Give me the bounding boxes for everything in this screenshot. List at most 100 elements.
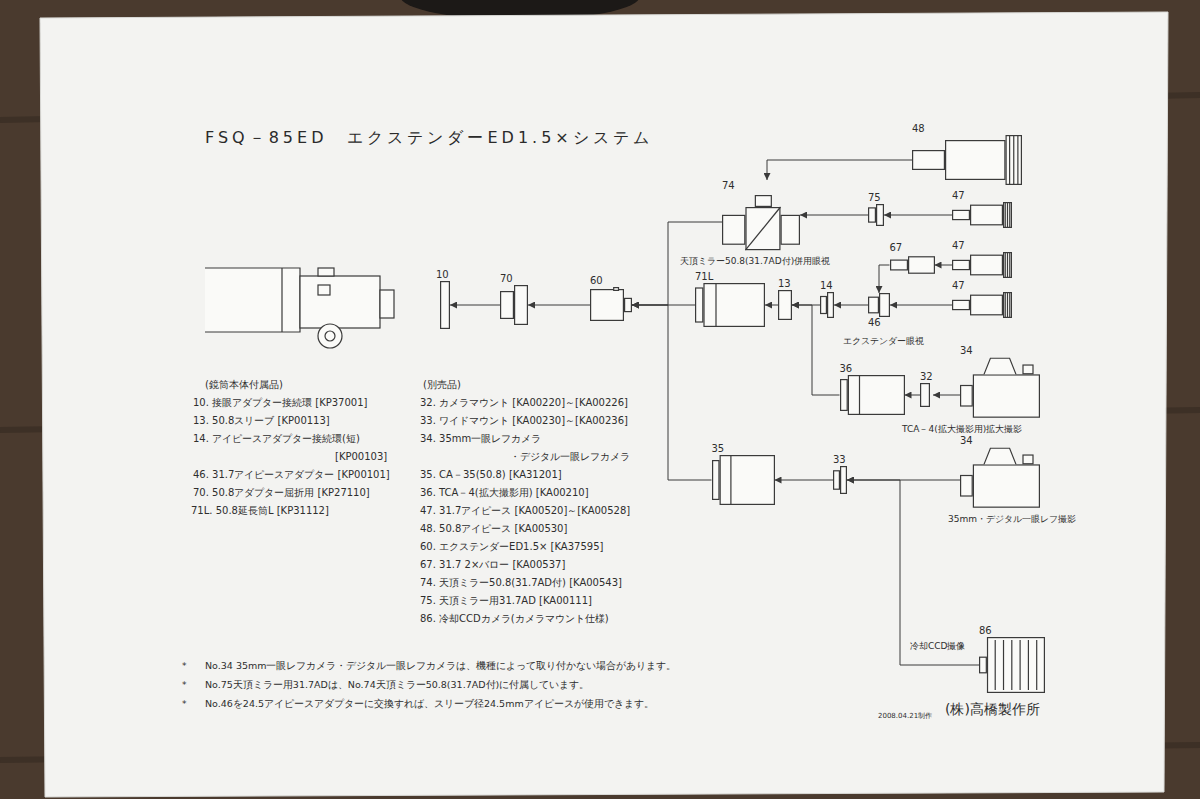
ccd-nose — [980, 657, 987, 673]
part-drawing — [821, 293, 834, 318]
callout-number: 60 — [590, 275, 632, 287]
parts-list-item: 13. 50.8スリーブ [KP00113] — [193, 414, 330, 427]
eyepiece-ridge — [1009, 136, 1010, 184]
part-illustration — [722, 192, 800, 252]
parts-list-item: 10. 接眼アダプター接続環 [KP37001] — [193, 396, 367, 409]
connector — [775, 480, 834, 481]
part-illustration — [778, 290, 792, 320]
branch-caption: 35mm・デジタル一眼レフ撮影 — [948, 514, 1076, 525]
parts-list-item: 46. 31.7アイピースアダプター [KP00101] — [193, 468, 390, 481]
tube-seam — [858, 375, 859, 415]
connector — [765, 305, 778, 306]
maker-credit: 2008.04.21制作 — [878, 712, 932, 721]
eyepiece-ridge — [1007, 293, 1008, 317]
parts-list-item: 47. 31.7アイピース [KA00520]～[KA00528] — [420, 504, 630, 517]
mirror-inlet — [723, 215, 745, 244]
part-illustration — [912, 135, 1022, 185]
eyepiece-body — [971, 255, 1003, 275]
callout-number: 33 — [833, 454, 847, 466]
ccd-body — [988, 638, 1045, 693]
callout-number: 36 — [840, 363, 905, 375]
component-part: 74 — [722, 180, 800, 252]
part-illustration — [920, 383, 930, 407]
extender-nose — [625, 298, 632, 311]
part-illustration — [695, 283, 765, 327]
eyepiece-cup — [1004, 253, 1012, 278]
mirror-top — [755, 196, 771, 207]
callout-number: 48 — [912, 123, 1022, 135]
eyepiece-ridge — [1017, 136, 1018, 184]
adapter-flange — [880, 294, 890, 317]
tube-ring — [281, 268, 282, 332]
extender-screw — [614, 288, 619, 291]
component-part: 47 — [952, 240, 1012, 278]
adapter-flange — [515, 286, 528, 325]
tube-end — [840, 380, 847, 411]
component-part: 36 — [840, 363, 905, 415]
adapter-sleeve — [834, 471, 840, 489]
part-drawing — [591, 288, 632, 321]
connector — [800, 215, 868, 216]
ccd-fin — [1020, 640, 1021, 690]
parts-list-item: 33. ワイドマウント [KA00230]～[KA00236] — [420, 414, 628, 427]
branch-caption: 天頂ミラー50.8(31.7AD付)併用眼視 — [680, 256, 830, 267]
ring-body — [921, 384, 930, 407]
eyepiece-barrel — [913, 151, 945, 170]
footnote: * — [182, 680, 187, 691]
branch-caption: TCA－4(拡大撮影用)拡大撮影 — [902, 424, 1022, 435]
connector — [632, 305, 712, 480]
part-drawing — [696, 283, 765, 327]
eyepiece-ridge — [1009, 253, 1010, 277]
part-drawing — [953, 203, 1012, 228]
camera-body — [973, 465, 1039, 507]
ccd-fin — [1028, 640, 1029, 690]
component-part: 13 — [778, 278, 792, 320]
connector — [933, 395, 960, 396]
adapter-sleeve — [869, 208, 876, 222]
parts-list-item: 71L. 50.8延長筒L [KP31112] — [191, 504, 329, 517]
part-illustration — [440, 281, 450, 329]
part-drawing — [980, 638, 1045, 693]
part-drawing — [890, 257, 934, 273]
part-drawing — [834, 467, 847, 494]
part-drawing — [869, 294, 890, 317]
footnote: * — [182, 699, 187, 710]
parts-list-item: (鏡筒本体付属品) — [205, 378, 283, 391]
adapter-flange — [841, 467, 847, 494]
callout-number: 86 — [979, 625, 1045, 637]
callout-number: 13 — [778, 278, 792, 290]
parts-list-item: 74. 天頂ミラー50.8(31.7AD付) [KA00543] — [420, 576, 622, 589]
component-part: 33 — [833, 454, 847, 494]
camera-mount — [961, 386, 973, 407]
component-part: 10 — [436, 269, 450, 329]
tube-end — [696, 288, 703, 322]
part-illustration — [840, 375, 905, 415]
callout-number: 32 — [920, 371, 933, 383]
tube-body — [704, 284, 764, 327]
adapter-flange — [877, 205, 884, 226]
tube-seam — [730, 455, 731, 505]
callout-number: 47 — [952, 240, 1012, 252]
connectors — [450, 160, 979, 665]
eyepiece-body — [946, 141, 1005, 180]
callout-number: 35 — [712, 443, 775, 455]
callout-number: 71L — [695, 271, 765, 283]
drawtube — [380, 290, 394, 318]
footnote: No.75天頂ミラー用31.7ADは、No.74天頂ミラー50.8(31.7AD… — [205, 679, 589, 691]
adapter-flange — [828, 293, 834, 318]
mirror-outlet — [781, 215, 799, 244]
connector — [834, 305, 868, 306]
callout-number: 75 — [868, 192, 884, 204]
connector — [884, 215, 952, 216]
component-part: 46 — [868, 293, 890, 329]
focuser-window — [318, 285, 330, 295]
part-illustration — [868, 204, 884, 226]
part-drawing — [840, 375, 904, 415]
callout-number: 67 — [890, 242, 935, 254]
footnote: * — [182, 661, 187, 672]
footnote: No.34 35mm一眼レフカメラ・デジタル一眼レフカメラは、機種によって取り付… — [205, 660, 676, 672]
focuser-body — [300, 276, 380, 328]
connector — [792, 305, 840, 395]
mirror-box — [746, 208, 780, 250]
eyepiece-ridge — [1013, 136, 1014, 184]
